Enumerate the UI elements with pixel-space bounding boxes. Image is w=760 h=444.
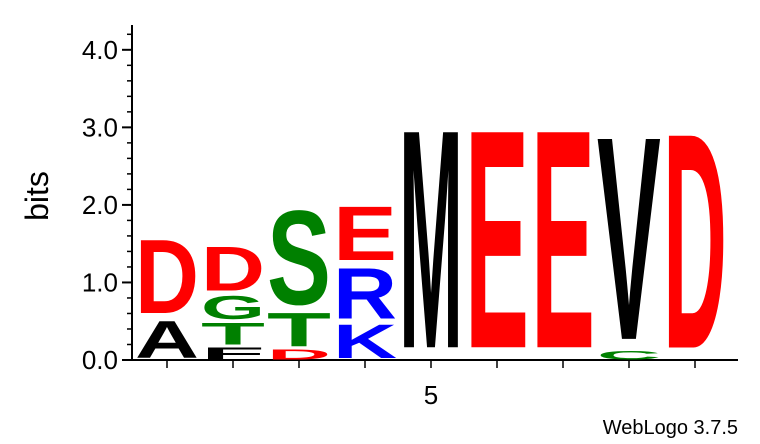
logo-letter-a: A: [135, 311, 199, 370]
logo-letter-s: S: [267, 182, 331, 333]
logo-letter-d: D: [135, 218, 199, 336]
y-tick-label: 2.0: [82, 190, 118, 220]
logo-letter-d: D: [201, 234, 265, 305]
x-tick-label: 5: [424, 380, 438, 410]
y-tick-label: 0.0: [82, 345, 118, 375]
logo-letter-g: G: [201, 289, 265, 326]
logo-letter-r: R: [333, 254, 397, 334]
y-tick-label: 4.0: [82, 35, 118, 65]
logo-letter-m: M: [399, 66, 463, 415]
logo-letter-e: E: [333, 191, 397, 277]
logo-letter-c: C: [597, 349, 661, 362]
weblogo-credit: WebLogo 3.7.5: [603, 417, 738, 439]
y-tick-label: 1.0: [82, 267, 118, 297]
logo-letter-d: D: [663, 69, 727, 413]
logo-letter-f: F: [201, 344, 265, 363]
logo-letter-t: T: [267, 303, 331, 357]
logo-letter-v: V: [597, 76, 661, 401]
axes: 0.0 1.0 2.0 3.0 4.0 5: [82, 25, 738, 410]
y-axis-title: bits: [19, 171, 55, 221]
y-tick-label: 3.0: [82, 112, 118, 142]
logo-letter-t: T: [201, 316, 265, 351]
logo-letter-e: E: [465, 65, 529, 414]
logo-letter-e: E: [531, 65, 595, 414]
logo-letter-d: D: [267, 347, 331, 363]
logo-letter-k: K: [333, 315, 397, 369]
